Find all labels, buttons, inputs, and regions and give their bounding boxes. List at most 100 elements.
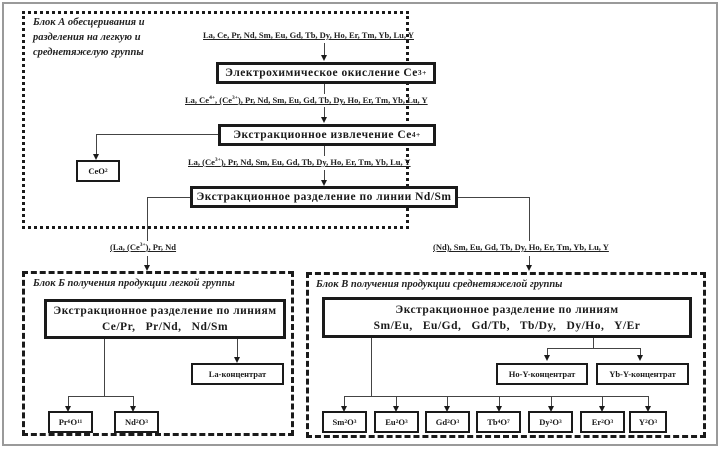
connector-line xyxy=(324,146,325,156)
arrow-down-icon xyxy=(130,406,136,412)
connector-line xyxy=(133,396,134,408)
formula-text: Er xyxy=(591,417,602,427)
arrow-down-icon xyxy=(496,406,502,412)
connector-line xyxy=(324,43,325,56)
connector-line xyxy=(640,348,641,356)
arrow-down-icon xyxy=(321,55,327,61)
arrow-down-icon xyxy=(599,406,605,412)
block-c-container xyxy=(306,272,706,438)
formula-text: Nd xyxy=(124,417,136,427)
arrow-down-icon xyxy=(548,406,554,412)
flow-sup: 4+ xyxy=(209,95,215,102)
block-a-container xyxy=(22,11,409,229)
formula-text: O xyxy=(552,417,559,427)
connector-line xyxy=(68,396,69,408)
step-line: Экстракционное разделение по линиям xyxy=(395,303,619,316)
block-a-title-line: среднетяжелую группы xyxy=(33,47,144,58)
connector-line xyxy=(602,396,603,408)
formula-text: Sm xyxy=(332,417,345,427)
connector-line xyxy=(324,170,325,182)
formula-text: O xyxy=(347,417,354,427)
formula-text: O xyxy=(138,417,146,427)
diagram-frame xyxy=(2,2,718,446)
connector-line xyxy=(499,396,500,408)
arrow-down-icon xyxy=(341,406,347,412)
formula-text: O xyxy=(449,417,457,427)
flow-text: ), Pr, Nd xyxy=(145,242,177,252)
connector-line xyxy=(529,256,530,266)
step-separation-nd-sm: Экстракционное разделение по линии Nd/Sm xyxy=(190,186,458,208)
formula-text: O xyxy=(70,417,78,427)
flow-heavy-group: (Nd), Sm, Eu, Gd, Tb, Dy, Ho, Er, Tm, Yb… xyxy=(433,242,609,252)
step-line: Sm/Eu, Eu/Gd, Gd/Tb, Tb/Dy, Dy/Ho, Y/Er xyxy=(373,319,641,332)
step-heavy-separation: Экстракционное разделение по линиям Sm/E… xyxy=(322,297,692,338)
step-label: Электрохимическое окисление Ce xyxy=(225,67,418,79)
formula-text: Pr xyxy=(58,417,68,427)
connector-line xyxy=(147,256,148,266)
flow-text: La, (Ce xyxy=(188,157,215,167)
flow-text: , (Ce xyxy=(215,95,232,105)
arrow-down-icon xyxy=(93,154,99,160)
flow-oxidized: La, Ce4+, (Ce3+), Pr, Nd, Sm, Eu, Gd, Tb… xyxy=(185,95,428,105)
formula-text: Y xyxy=(638,417,645,427)
arrow-down-icon xyxy=(444,406,450,412)
connector-line xyxy=(547,348,641,349)
arrow-down-icon xyxy=(393,406,399,412)
flow-text: (La, (Ce xyxy=(110,242,140,252)
yb-y-concentrate-box: Yb-Y-концентрат xyxy=(596,363,689,385)
formula-text: Tb xyxy=(487,417,498,427)
formula-text: Eu xyxy=(385,417,396,427)
flow-light-group: (La, (Ce3+), Pr, Nd xyxy=(110,242,176,252)
flow-text: ), Pr, Nd, Sm, Eu, Gd, Tb, Dy, Ho, Er, T… xyxy=(220,157,411,167)
arrow-down-icon xyxy=(544,355,550,361)
arrow-down-icon xyxy=(637,355,643,361)
connector-line xyxy=(147,197,148,241)
formula-text: O xyxy=(603,417,611,427)
flow-sup: 3+ xyxy=(214,157,221,164)
connector-line xyxy=(68,396,134,397)
connector-line xyxy=(344,396,345,408)
formula-text: O xyxy=(500,417,508,427)
arrow-down-icon xyxy=(526,265,532,271)
formula-text: Dy xyxy=(539,417,550,427)
block-b-title: Блок Б получения продукции легкой группы xyxy=(33,278,235,289)
block-a-title: Блок А обесцеривания и разделения на лег… xyxy=(33,15,203,60)
connector-line xyxy=(147,197,190,198)
connector-line xyxy=(324,107,325,119)
connector-line xyxy=(96,134,97,156)
connector-line xyxy=(96,134,218,135)
block-a-title-line: Блок А обесцеривания и xyxy=(33,17,145,28)
formula-text: Gd xyxy=(435,417,448,427)
connector-line xyxy=(371,338,372,397)
connector-line xyxy=(447,396,448,408)
connector-line xyxy=(396,396,397,408)
connector-line xyxy=(648,396,649,408)
formula-text: O xyxy=(647,417,655,427)
arrow-down-icon xyxy=(234,357,240,363)
formula-text: O xyxy=(398,417,406,427)
arrow-down-icon xyxy=(65,406,71,412)
flow-sup: 3+ xyxy=(232,95,238,102)
formula-text: CeO xyxy=(88,166,105,176)
connector-line xyxy=(529,197,530,241)
flow-text: La, Ce xyxy=(185,95,210,105)
step-light-separation: Экстракционное разделение по линиям Ce/P… xyxy=(44,299,286,339)
connector-line xyxy=(547,348,548,356)
flow-sup: 3+ xyxy=(139,242,146,249)
arrow-down-icon xyxy=(321,117,327,123)
step-line: Ce/Pr, Pr/Nd, Nd/Sm xyxy=(101,321,229,333)
block-a-title-line: разделения на легкую и xyxy=(33,32,141,43)
step-line: Экстракционное разделение по линиям xyxy=(53,305,277,317)
block-b-container xyxy=(22,271,294,436)
connector-line xyxy=(324,84,325,94)
